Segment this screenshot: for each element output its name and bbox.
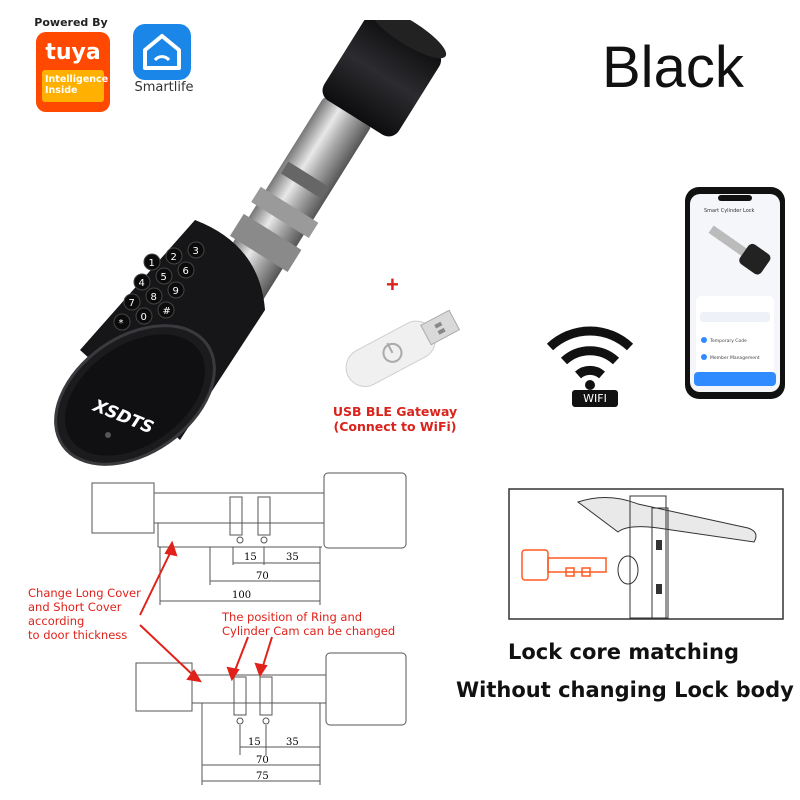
tuya-powered-text: Powered By [34, 16, 108, 29]
bottom-dim-b: 35 [286, 737, 299, 748]
tuya-brand-text: tuya [45, 40, 101, 65]
keypad-key-label: 3 [193, 246, 199, 257]
phone-menu-item-1: Temporary Code [709, 338, 747, 344]
cover-note-line4: to door thickness [28, 628, 128, 642]
smartlife-logo [133, 24, 191, 80]
keypad-key [155, 267, 173, 285]
gateway-caption-line2: (Connect to WiFi) [333, 419, 457, 434]
keypad: 1 2 3 4 5 6 7 8 9 * 0 # [113, 241, 205, 331]
gateway-caption: USB BLE Gateway (Connect to WiFi) [330, 404, 460, 434]
cam-note-line2: Cylinder Cam can be changed [222, 624, 396, 638]
phone-screen-title: Smart Cylinder Lock [704, 208, 755, 214]
cover-note: Change Long Cover and Short Cover accord… [28, 586, 141, 642]
keypad-key-label: 2 [171, 252, 177, 263]
keypad-key [133, 273, 151, 291]
smartphone-image: Smart Cylinder Lock Temporary Code Membe… [685, 187, 785, 399]
door-caption-1: Lock core matching [508, 640, 739, 664]
keypad-key [177, 261, 195, 279]
cam-note: The position of Ring and Cylinder Cam ca… [222, 610, 395, 638]
tuya-logo: tuya Intelligence Inside [36, 32, 110, 112]
top-dim-b: 35 [286, 552, 299, 563]
bottom-dim-d: 75 [256, 771, 269, 782]
phone-menu-item-2: Member Management [710, 355, 760, 361]
wifi-icon [546, 326, 634, 390]
keypad-key [123, 293, 141, 311]
top-dim-d: 100 [232, 590, 251, 601]
keypad-key-label: 9 [173, 286, 179, 297]
keypad-unit: XSDTS [54, 220, 265, 466]
cover-note-line3: according [28, 614, 85, 628]
keyhole-icon [105, 432, 111, 438]
tuya-tag-text: Intelligence Inside [42, 70, 108, 102]
keypad-key [157, 301, 175, 319]
keypad-key-label: 5 [161, 272, 167, 283]
home-icon [143, 34, 181, 70]
gateway-caption-line1: USB BLE Gateway [332, 404, 458, 419]
keypad-key [145, 287, 163, 305]
door-caption-2: Without changing Lock body [456, 678, 794, 702]
color-title: Black [602, 35, 744, 100]
keypad-key-label: 4 [139, 278, 145, 289]
top-dim-c: 70 [256, 571, 269, 582]
keypad-key-label: 1 [149, 258, 155, 269]
keypad-key [165, 247, 183, 265]
cover-note-line1: Change Long Cover [28, 586, 141, 600]
top-dim-a: 15 [244, 552, 257, 563]
usb-gateway-image [345, 309, 461, 387]
plus-sign: + [386, 272, 399, 297]
wifi-label: WIFI [572, 390, 618, 407]
bottom-dim-a: 15 [248, 737, 261, 748]
cylinder-diagram: 15 35 70 100 15 35 70 75 [91, 472, 407, 785]
highlighted-cylinder [521, 549, 607, 581]
cover-note-line2: and Short Cover [28, 600, 122, 614]
keypad-key-label: 7 [129, 298, 135, 309]
keypad-key [187, 241, 205, 259]
keypad-key-label: 6 [183, 266, 189, 277]
door-lock-illustration [508, 488, 784, 620]
keypad-key [167, 281, 185, 299]
smartlife-label: Smartlife [134, 80, 194, 95]
keypad-key-label: 8 [151, 292, 157, 303]
keypad-key-label: # [163, 306, 171, 317]
tuya-badge: Powered By tuya Intelligence Inside [26, 16, 116, 112]
keypad-key-label: * [119, 318, 124, 329]
smart-lock-product: XSDTS 1 2 3 4 5 6 7 8 9 * 0 # [54, 20, 447, 466]
cam-note-line1: The position of Ring and [222, 610, 363, 624]
keypad-key [135, 307, 153, 325]
bottom-dim-c: 70 [256, 755, 269, 766]
keypad-key [143, 253, 161, 271]
keypad-key [113, 313, 131, 331]
keypad-key-label: 0 [141, 312, 147, 323]
